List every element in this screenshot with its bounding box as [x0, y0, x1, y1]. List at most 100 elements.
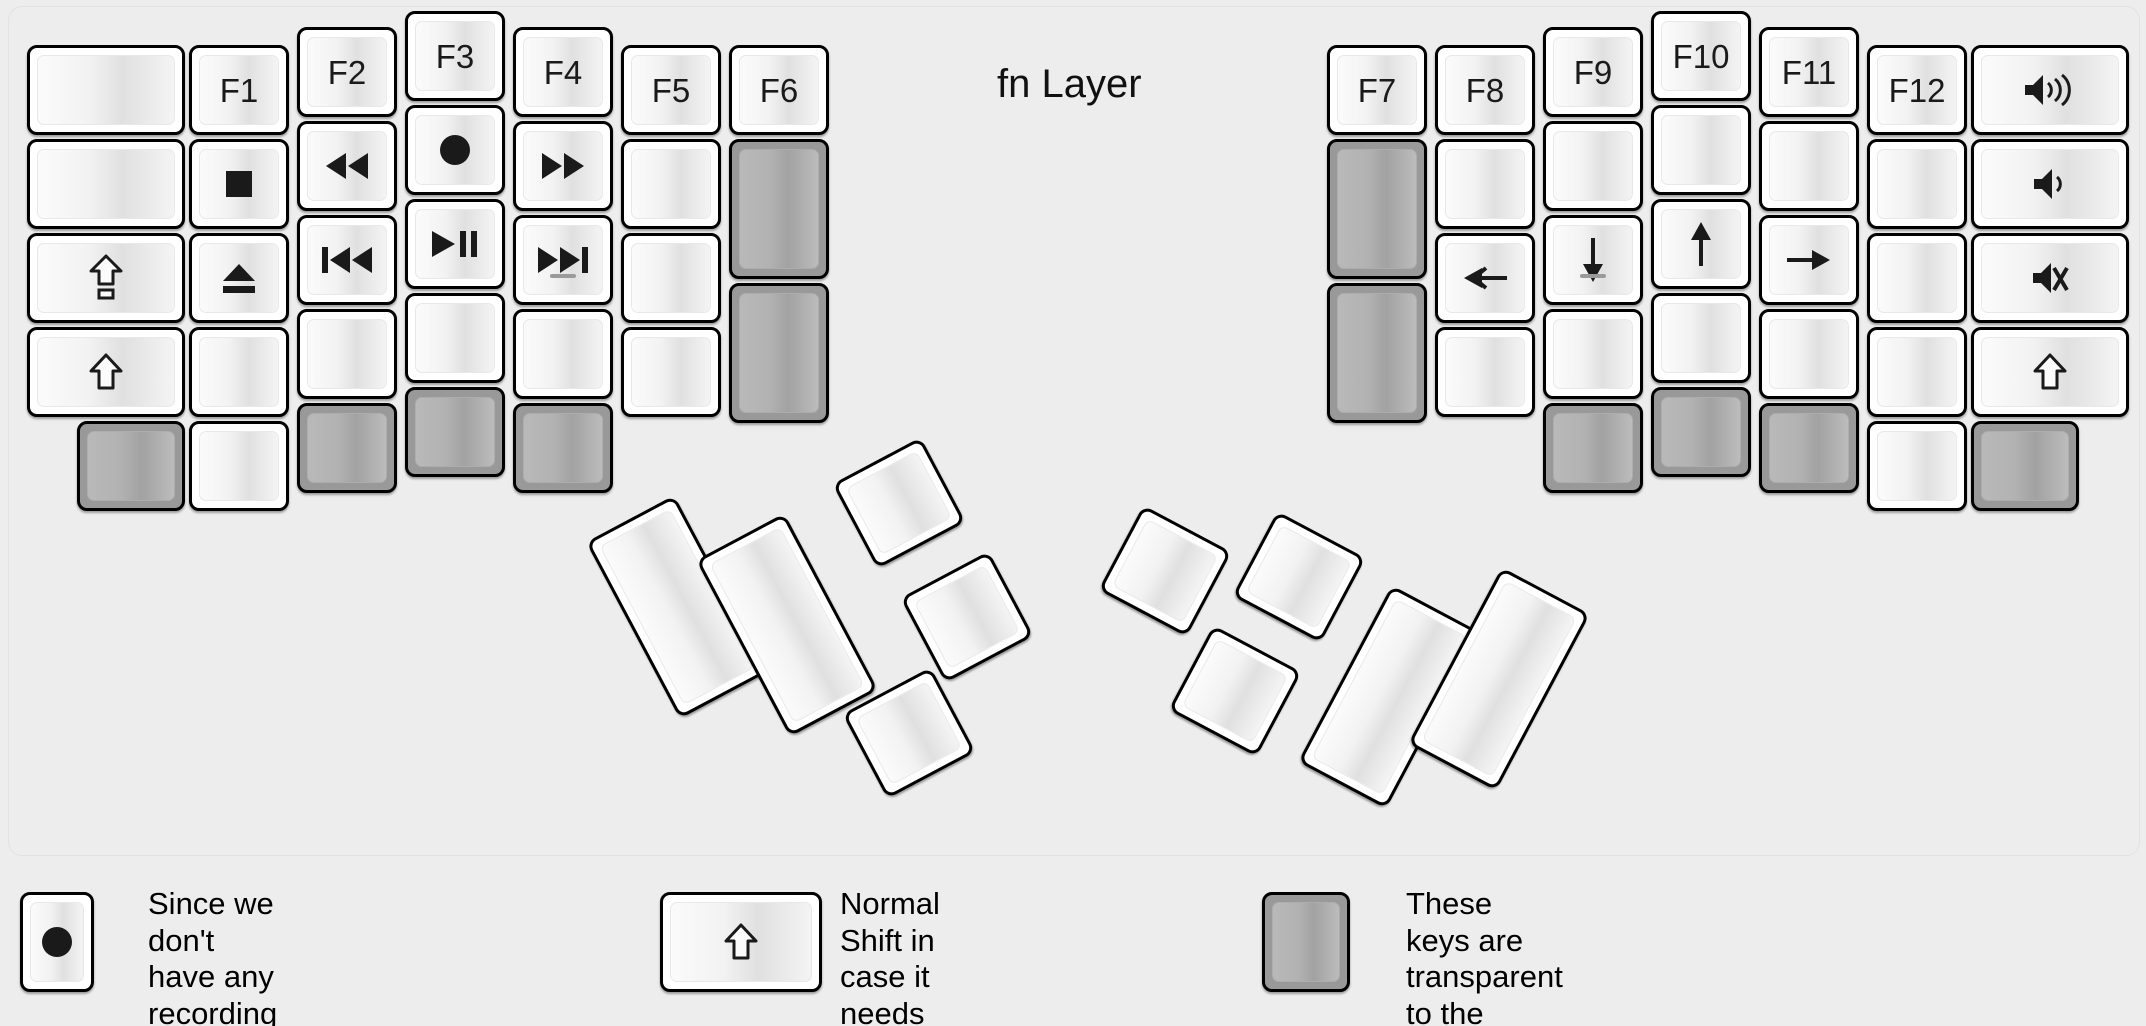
key-volume-mute[interactable] — [1971, 233, 2129, 323]
key-eject[interactable] — [189, 233, 289, 323]
keycap — [307, 413, 387, 483]
key-label: F11 — [1781, 53, 1837, 91]
left-c7-r2[interactable] — [729, 139, 829, 279]
left-c3-r4[interactable] — [297, 309, 397, 399]
keycap — [1981, 149, 2119, 219]
right-c5-r5[interactable] — [1759, 403, 1859, 493]
right-c3-r5[interactable] — [1543, 403, 1643, 493]
key-stop[interactable] — [189, 139, 289, 229]
key-f12[interactable]: F12 — [1867, 45, 1967, 135]
left-c6-r4[interactable] — [621, 327, 721, 417]
keycap: F2 — [307, 37, 387, 107]
key-arrow-down[interactable] — [1543, 215, 1643, 305]
left-thumb-small-1[interactable] — [832, 437, 966, 569]
next-track-icon — [537, 245, 589, 275]
stop-icon — [224, 169, 254, 199]
key-label: F5 — [651, 71, 691, 109]
right-c6-r5[interactable] — [1867, 421, 1967, 511]
right-c3-r2[interactable] — [1543, 121, 1643, 211]
keycap — [523, 131, 603, 201]
key-volume-down[interactable] — [1971, 139, 2129, 229]
right-c5-r4[interactable] — [1759, 309, 1859, 399]
legend-sample-key-1 — [20, 892, 94, 992]
key-next-track[interactable] — [513, 215, 613, 305]
key-label: F8 — [1465, 71, 1505, 109]
legend-text-2: Normal Shift in case it needs to be send… — [840, 886, 940, 1026]
key-f11[interactable]: F11 — [1759, 27, 1859, 117]
right-c4-r5[interactable] — [1651, 387, 1751, 477]
key-arrow-right[interactable] — [1759, 215, 1859, 305]
eject-icon — [221, 262, 257, 294]
key-f7[interactable]: F7 — [1327, 45, 1427, 135]
key-f4[interactable]: F4 — [513, 27, 613, 117]
right-c2-r2[interactable] — [1435, 139, 1535, 229]
right-c6-r2[interactable] — [1867, 139, 1967, 229]
arrow-up-icon — [1686, 221, 1716, 267]
key-label: F9 — [1573, 53, 1613, 91]
key-record[interactable] — [405, 105, 505, 195]
left-c2-r4[interactable] — [189, 327, 289, 417]
left-c5-r4[interactable] — [513, 309, 613, 399]
left-c2-r5[interactable] — [189, 421, 289, 511]
play-pause-icon — [431, 229, 479, 259]
right-c3-r4[interactable] — [1543, 309, 1643, 399]
key-f1[interactable]: F1 — [189, 45, 289, 135]
right-c4-r4[interactable] — [1651, 293, 1751, 383]
record-circle-icon — [40, 925, 74, 959]
keycap — [1553, 225, 1633, 295]
key-right-shift[interactable] — [1971, 327, 2129, 417]
left-c6-r2[interactable] — [621, 139, 721, 229]
left-c4-r5[interactable] — [405, 387, 505, 477]
left-shift[interactable] — [27, 327, 185, 417]
key-f10[interactable]: F10 — [1651, 11, 1751, 101]
left-c5-r5[interactable] — [513, 403, 613, 493]
right-c5-r2[interactable] — [1759, 121, 1859, 211]
key-f5[interactable]: F5 — [621, 45, 721, 135]
keycap — [709, 526, 865, 724]
key-f9[interactable]: F9 — [1543, 27, 1643, 117]
key-arrow-left[interactable] — [1435, 233, 1535, 323]
left-c7-r3[interactable] — [729, 283, 829, 423]
key-prev-track[interactable] — [297, 215, 397, 305]
keycap — [1445, 243, 1525, 313]
key-fast-forward[interactable] — [513, 121, 613, 211]
right-c4-r2[interactable] — [1651, 105, 1751, 195]
left-capslock[interactable] — [27, 233, 185, 323]
left-c4-r4[interactable] — [405, 293, 505, 383]
volume-mute-icon — [2031, 260, 2069, 296]
keycap — [1553, 131, 1633, 201]
right-thumb-small-2[interactable] — [1168, 625, 1302, 757]
right-c7-r5[interactable] — [1971, 421, 2079, 511]
right-c1-r2[interactable] — [1327, 139, 1427, 279]
right-c6-r3[interactable] — [1867, 233, 1967, 323]
record-circle-icon — [438, 133, 472, 167]
legend-text-3: These keys are transparent to the layout… — [1406, 886, 1563, 1026]
legend-sample-key-3 — [1262, 892, 1350, 992]
keycap — [1445, 337, 1525, 407]
keycap — [307, 319, 387, 389]
keycap: F3 — [415, 21, 495, 91]
keycap — [1981, 431, 2069, 501]
key-f3[interactable]: F3 — [405, 11, 505, 101]
right-c1-r3[interactable] — [1327, 283, 1427, 423]
key-label: F2 — [327, 53, 367, 91]
left-c3-r5[interactable] — [297, 403, 397, 493]
left-r5-c1[interactable] — [77, 421, 185, 511]
keycap — [1337, 149, 1417, 269]
left-r1-c1[interactable] — [27, 45, 185, 135]
key-arrow-up[interactable] — [1651, 199, 1751, 289]
key-f8[interactable]: F8 — [1435, 45, 1535, 135]
key-f6[interactable]: F6 — [729, 45, 829, 135]
key-play-pause[interactable] — [405, 199, 505, 289]
keycap — [87, 431, 175, 501]
right-thumb-small-1[interactable] — [1098, 505, 1232, 637]
left-thumb-small-2[interactable] — [900, 551, 1034, 683]
left-r2-c1[interactable] — [27, 139, 185, 229]
right-thumb-small-3[interactable] — [1232, 511, 1366, 643]
right-c6-r4[interactable] — [1867, 327, 1967, 417]
left-c6-r3[interactable] — [621, 233, 721, 323]
key-f2[interactable]: F2 — [297, 27, 397, 117]
right-c2-r4[interactable] — [1435, 327, 1535, 417]
key-volume-up[interactable] — [1971, 45, 2129, 135]
key-rewind[interactable] — [297, 121, 397, 211]
